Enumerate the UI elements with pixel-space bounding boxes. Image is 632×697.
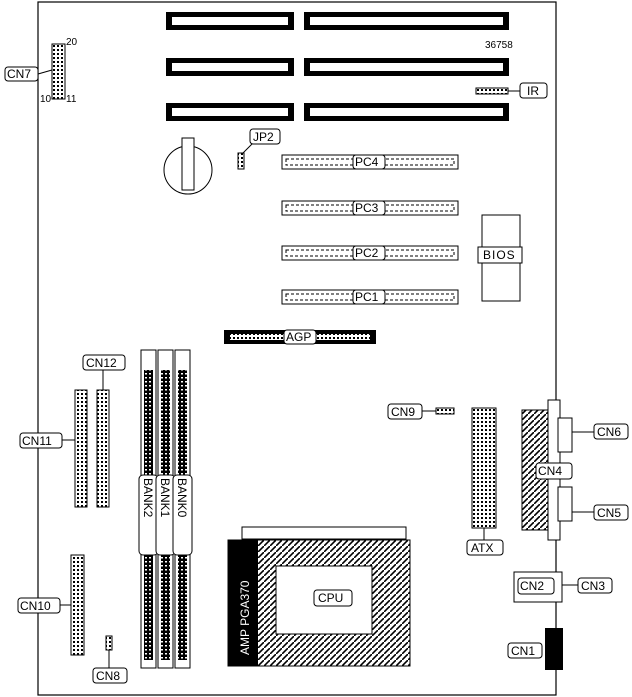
cn9-header: CN9 xyxy=(387,403,455,420)
pc1-label: PC1 xyxy=(355,290,379,304)
cn11-header xyxy=(74,389,88,508)
cn7-pin20: 20 xyxy=(66,37,78,48)
cn9-label: CN9 xyxy=(391,405,415,419)
jp2-jumper: JP2 xyxy=(237,128,281,170)
cn10-label: CN10 xyxy=(20,599,51,613)
cn8-label: CN8 xyxy=(96,669,120,683)
atx-power-connector: ATX xyxy=(466,407,504,556)
pc4-label: PC4 xyxy=(355,155,379,169)
cpu-label: CPU xyxy=(318,591,343,605)
pci-slot-pc4: PC4 xyxy=(281,154,459,170)
cn7-pin10: 10 xyxy=(40,94,52,105)
bank1-label: BANK1 xyxy=(158,478,172,518)
agp-slot: AGP xyxy=(224,329,376,345)
pc3-label: PC3 xyxy=(355,201,379,215)
cn5-label: CN5 xyxy=(597,506,621,520)
isa-slots xyxy=(166,12,509,121)
atx-label: ATX xyxy=(471,541,493,555)
cn10-header: CN10 xyxy=(17,554,85,656)
cn11-label: CN11 xyxy=(22,434,52,448)
bank2-label: BANK2 xyxy=(141,478,155,518)
battery xyxy=(163,137,213,195)
rear-io-usb: CN2 CN3 xyxy=(513,571,613,603)
pc2-label: PC2 xyxy=(355,246,379,260)
cn12-header xyxy=(96,389,110,508)
cn4-label: CN4 xyxy=(538,464,562,478)
cn3-label: CN3 xyxy=(581,579,605,593)
dimm-bank-1: BANK1 xyxy=(155,349,176,669)
cn7-label: CN7 xyxy=(7,67,31,81)
pci-slot-pc3: PC3 xyxy=(281,200,459,216)
ir-label: IR xyxy=(527,84,539,98)
cn12-callout: CN12 xyxy=(82,354,126,390)
cn11-callout: CN11 xyxy=(19,432,75,449)
bank0-label: BANK0 xyxy=(175,478,189,518)
cn2-label: CN2 xyxy=(520,579,544,593)
cn7-callout: CN7 xyxy=(4,66,53,82)
cn6-label: CN6 xyxy=(597,425,621,439)
cn8-header: CN8 xyxy=(92,635,128,684)
agp-label: AGP xyxy=(286,330,311,344)
pci-slot-pc2: PC2 xyxy=(281,245,459,261)
cn7-header xyxy=(51,43,66,100)
cpu-socket: CPU AMP PGA370 xyxy=(227,526,411,667)
dimm-bank-2: BANK2 xyxy=(138,349,159,669)
bios-label: BIOS xyxy=(483,248,516,262)
pci-slot-pc1: PC1 xyxy=(281,289,459,305)
cn7-pin11: 11 xyxy=(66,94,77,105)
cn12-label: CN12 xyxy=(86,356,117,370)
jp2-label: JP2 xyxy=(253,130,274,144)
board-id: 36758 xyxy=(485,40,513,51)
rear-io-keyboard: CN1 xyxy=(507,628,563,670)
dimm-bank-0: BANK0 xyxy=(172,349,193,669)
socket-label: AMP PGA370 xyxy=(238,580,252,655)
cn1-label: CN1 xyxy=(511,644,535,658)
ir-header: IR xyxy=(475,82,548,99)
rear-io-serial-parallel: CN4 CN6 CN5 xyxy=(521,399,629,541)
bios-chip: BIOS xyxy=(477,214,523,302)
